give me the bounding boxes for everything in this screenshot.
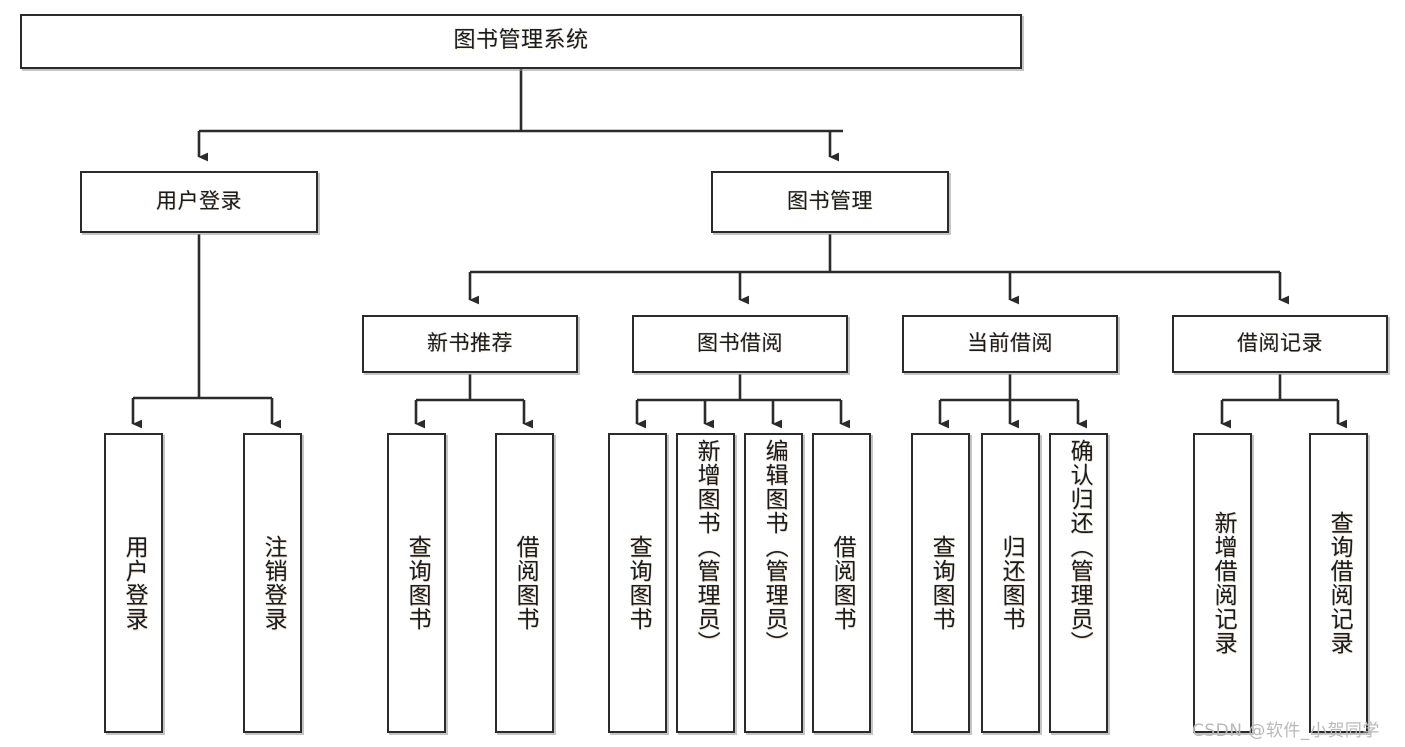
node-leaf-add-borrow-record[interactable]: 新增借阅记录 <box>1193 433 1252 733</box>
node-current-borrow[interactable]: 当前借阅 <box>902 315 1118 373</box>
node-book-borrow-label: 图书借阅 <box>697 331 783 356</box>
node-leaf-confirm-return-admin[interactable]: 确认归还（管理员） <box>1049 433 1108 733</box>
node-root[interactable]: 图书管理系统 <box>20 14 1022 69</box>
node-leaf-add-borrow-record-label: 新增借阅记录 <box>1210 511 1237 655</box>
node-leaf-query-borrow-record[interactable]: 查询借阅记录 <box>1309 433 1368 733</box>
node-user-login[interactable]: 用户登录 <box>80 171 318 233</box>
csdn-watermark: CSDN @软件_小贺同学 <box>1192 721 1380 741</box>
node-current-borrow-label: 当前借阅 <box>967 331 1053 356</box>
node-book-management-label: 图书管理 <box>787 189 873 214</box>
node-leaf-query-book-3[interactable]: 查询图书 <box>911 433 970 733</box>
node-borrow-records-label: 借阅记录 <box>1237 331 1323 356</box>
node-leaf-borrow-book-1[interactable]: 借阅图书 <box>495 433 554 733</box>
node-leaf-add-book-admin-label: 新增图书（管理员） <box>693 439 720 655</box>
node-leaf-add-book-admin[interactable]: 新增图书（管理员） <box>676 433 735 733</box>
node-book-management[interactable]: 图书管理 <box>711 171 949 233</box>
node-leaf-return-book-label: 归还图书 <box>998 535 1025 631</box>
node-leaf-query-book-3-label: 查询图书 <box>928 535 955 631</box>
node-leaf-edit-book-admin-label: 编辑图书（管理员） <box>761 439 788 655</box>
node-leaf-logout-label: 注销登录 <box>260 535 287 631</box>
node-leaf-query-book-2[interactable]: 查询图书 <box>608 433 667 733</box>
node-leaf-borrow-book-2-label: 借阅图书 <box>829 535 856 631</box>
node-leaf-user-login[interactable]: 用户登录 <box>104 433 163 733</box>
node-leaf-query-book-1-label: 查询图书 <box>404 535 431 631</box>
node-leaf-query-book-1[interactable]: 查询图书 <box>387 433 446 733</box>
node-leaf-user-login-label: 用户登录 <box>121 535 148 631</box>
node-new-book-recommend[interactable]: 新书推荐 <box>362 315 578 373</box>
node-new-book-recommend-label: 新书推荐 <box>427 331 513 356</box>
node-leaf-borrow-book-1-label: 借阅图书 <box>512 535 539 631</box>
node-leaf-query-borrow-record-label: 查询借阅记录 <box>1326 511 1353 655</box>
node-leaf-confirm-return-admin-label: 确认归还（管理员） <box>1066 439 1093 655</box>
node-book-borrow[interactable]: 图书借阅 <box>632 315 848 373</box>
node-root-label: 图书管理系统 <box>453 28 589 54</box>
node-leaf-edit-book-admin[interactable]: 编辑图书（管理员） <box>744 433 803 733</box>
node-user-login-label: 用户登录 <box>156 189 242 214</box>
node-leaf-logout[interactable]: 注销登录 <box>243 433 302 733</box>
node-borrow-records[interactable]: 借阅记录 <box>1172 315 1388 373</box>
node-leaf-return-book[interactable]: 归还图书 <box>981 433 1040 733</box>
node-leaf-query-book-2-label: 查询图书 <box>625 535 652 631</box>
node-leaf-borrow-book-2[interactable]: 借阅图书 <box>812 433 871 733</box>
